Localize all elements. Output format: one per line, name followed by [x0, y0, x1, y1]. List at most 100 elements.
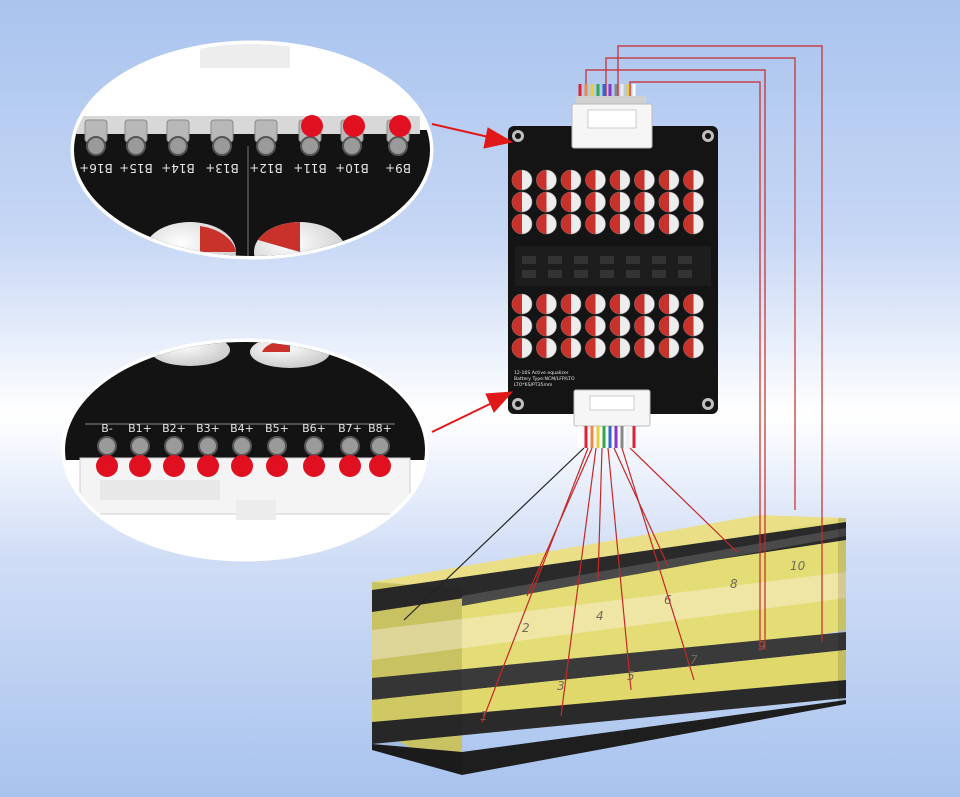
capacitor-bank-upper — [511, 169, 704, 235]
bottom-zoom-label: B2+ — [162, 422, 186, 435]
bottom-zoom-pin — [232, 436, 252, 456]
upper-capacitor — [683, 191, 704, 213]
lower-capacitor — [585, 315, 606, 337]
bottom-zoom-label: B8+ — [368, 422, 392, 435]
upper-capacitor — [511, 191, 533, 213]
lower-capacitor — [511, 293, 533, 315]
upper-capacitor — [658, 213, 680, 235]
lower-capacitor — [560, 315, 582, 337]
board-text-line3: LTO*6S/PT35mm — [514, 382, 553, 388]
top-zoom-label: B14+ — [161, 161, 195, 175]
cell-mark-6: 6 — [664, 593, 672, 607]
top-zoom-label: B9+ — [385, 161, 411, 175]
top-zoom-label: B13+ — [205, 161, 239, 175]
marker-dot — [303, 455, 325, 477]
cell-mark-2: 2 — [522, 621, 530, 635]
upper-capacitor — [609, 191, 631, 213]
marker-dot — [197, 455, 219, 477]
upper-capacitor — [609, 169, 631, 191]
lower-capacitor — [536, 315, 557, 337]
top-zoom-pin — [210, 119, 234, 156]
lower-capacitor — [609, 293, 631, 315]
arrow-top-head — [483, 127, 514, 149]
upper-capacitor — [560, 169, 582, 191]
board-text-line1: 12-16S Active equalizer — [514, 370, 569, 376]
marker-dot — [266, 455, 288, 477]
bottom-zoom-pin — [130, 436, 150, 456]
capacitor-bank-lower — [511, 293, 704, 359]
cell-mark-7: 7 — [690, 653, 698, 667]
bottom-zoom-pin — [340, 436, 360, 456]
upper-capacitor — [634, 169, 655, 191]
upper-capacitor — [585, 191, 606, 213]
top-zoom-label: B12+ — [249, 161, 283, 175]
top-zoom-label: B16+ — [79, 161, 113, 175]
upper-capacitor — [658, 169, 680, 191]
lower-capacitor — [585, 293, 606, 315]
marker-dot — [389, 115, 411, 137]
upper-capacitor — [585, 169, 606, 191]
pointer-arrows — [431, 123, 514, 433]
arrow-bottom-head — [485, 391, 514, 413]
marker-dot — [339, 455, 361, 477]
top-zoom-pin — [84, 119, 108, 156]
upper-capacitor — [585, 213, 606, 235]
cell-mark-3: 3 — [557, 679, 565, 693]
cell-mark-9: 9 — [758, 639, 766, 653]
lower-capacitor — [560, 337, 582, 359]
bottom-zoom-pin — [198, 436, 218, 456]
upper-capacitor — [658, 191, 680, 213]
upper-capacitor — [609, 213, 631, 235]
marker-dot — [96, 455, 118, 477]
lower-capacitor — [536, 293, 557, 315]
marker-dot — [129, 455, 151, 477]
top-zoom-view: B16+ B15+ B14+ B13+ B12+ B11+ B10+ B9+ — [70, 40, 434, 260]
bottom-zoom-pin — [164, 436, 184, 456]
bottom-zoom-pin — [267, 436, 287, 456]
bottom-zoom-label: B4+ — [230, 422, 254, 435]
lower-capacitor — [536, 337, 557, 359]
lower-capacitor — [658, 337, 680, 359]
upper-capacitor — [536, 213, 557, 235]
top-zoom-label: B10+ — [335, 161, 369, 175]
balance-wires — [403, 45, 823, 723]
top-zoom-label: B15+ — [119, 161, 153, 175]
upper-capacitor — [536, 191, 557, 213]
lower-capacitor — [634, 293, 655, 315]
upper-capacitor — [511, 213, 533, 235]
upper-capacitor — [683, 169, 704, 191]
lower-capacitor — [585, 337, 606, 359]
marker-dot — [369, 455, 391, 477]
cell-mark-4: 4 — [596, 609, 604, 623]
equalizer-board: 12-16S Active equalizer Battery Type:NCM… — [508, 126, 718, 414]
top-zoom-pin — [166, 119, 190, 156]
bottom-zoom-label: B- — [101, 422, 113, 435]
upper-capacitor — [560, 191, 582, 213]
board-top-connector — [571, 84, 653, 149]
upper-capacitor — [634, 213, 655, 235]
top-zoom-pin — [254, 119, 278, 156]
upper-capacitor — [683, 213, 704, 235]
lower-capacitor — [658, 315, 680, 337]
lower-capacitor — [683, 293, 704, 315]
battery-pack — [372, 515, 846, 775]
cell-mark-8: 8 — [730, 577, 738, 591]
bottom-zoom-label: B3+ — [196, 422, 220, 435]
bottom-zoom-pin — [370, 436, 390, 456]
cell-mark-5: 5 — [627, 669, 635, 683]
marker-dot — [231, 455, 253, 477]
lower-capacitor — [658, 293, 680, 315]
lower-capacitor — [634, 315, 655, 337]
cell-mark-10: 10 — [790, 559, 806, 573]
upper-capacitor — [511, 169, 533, 191]
lower-capacitor — [609, 337, 631, 359]
lower-capacitor — [560, 293, 582, 315]
lower-capacitor — [683, 337, 704, 359]
top-zoom-label: B11+ — [293, 161, 327, 175]
bottom-zoom-label: B5+ — [265, 422, 289, 435]
board-bottom-connector — [573, 389, 651, 448]
marker-dot — [301, 115, 323, 137]
board-text-line2: Battery Type:NCM/LFP/LTO — [514, 376, 575, 382]
top-zoom-pin — [124, 119, 148, 156]
